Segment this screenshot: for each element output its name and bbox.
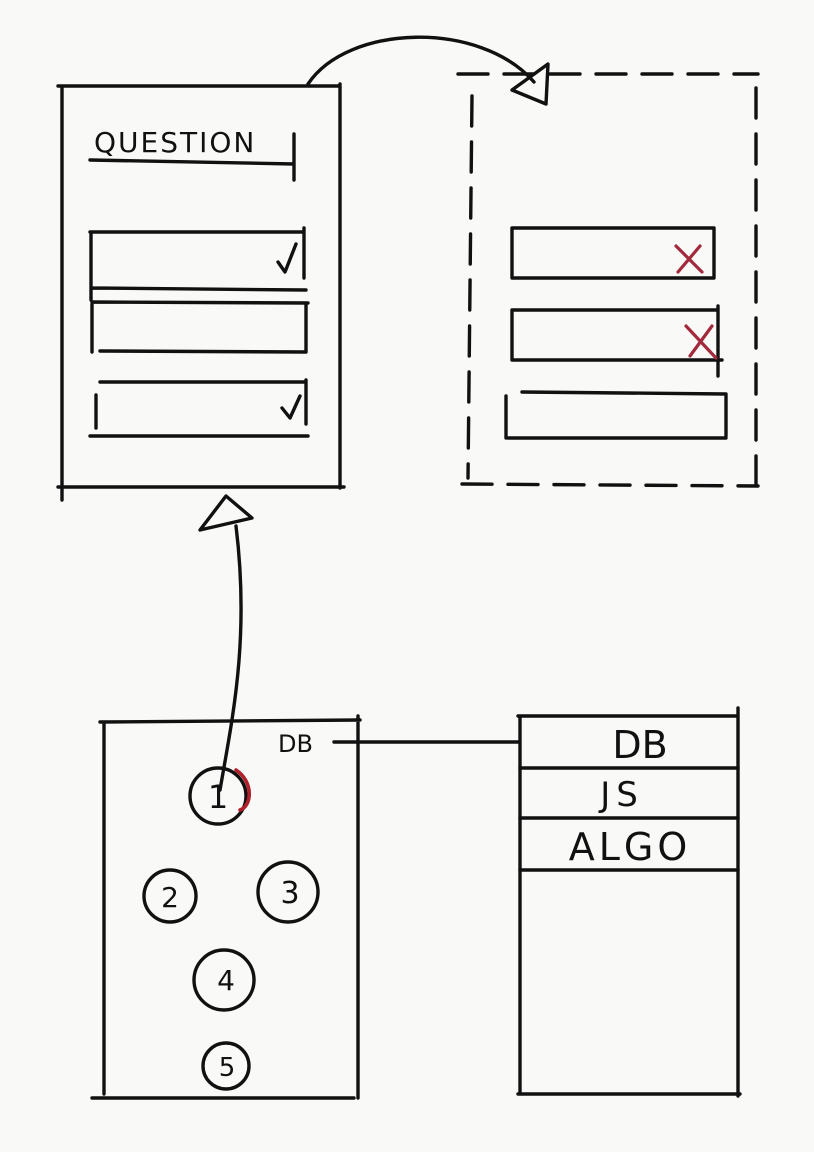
level-node-2[interactable]: 2 [142,868,198,924]
topic-item-db[interactable]: DB [612,723,667,767]
level-node-5[interactable]: 5 [201,1041,251,1091]
topic-label: ALGO [569,825,692,869]
topic-label: DB [612,723,667,767]
level-node-1[interactable]: 1 [188,766,252,826]
level-number: 3 [280,876,299,911]
level-number: 1 [208,778,228,816]
level-node-3[interactable]: 3 [256,860,320,924]
topic-list: DB JS ALGO [516,706,742,1098]
result-card [456,72,760,488]
answer-option[interactable] [90,300,310,354]
db-label: DB [278,730,313,758]
cross-icon [684,324,718,360]
title-underline [88,132,296,182]
topic-item-algo[interactable]: ALGO [569,825,692,869]
topic-item-js[interactable]: JS [598,775,644,815]
answer-option[interactable] [88,378,310,438]
cross-icon [674,244,704,274]
check-icon [280,394,302,420]
level-map: DB 1 2 3 4 5 [90,714,520,1100]
level-number: 5 [219,1053,236,1083]
answer-option[interactable] [88,226,308,302]
level-number: 2 [161,881,179,914]
flow-arrow-to-result [306,35,550,106]
progress-arc [234,768,252,812]
answer-option[interactable] [510,304,724,378]
level-node-4[interactable]: 4 [192,948,256,1012]
topic-label: JS [598,775,644,815]
check-icon [276,242,298,274]
question-card: QUESTION [56,82,346,502]
answer-option[interactable] [510,226,716,280]
question-title: QUESTION [94,126,256,159]
flow-arrow-to-question [198,494,254,792]
answer-option[interactable] [504,390,728,440]
level-number: 4 [217,964,235,997]
